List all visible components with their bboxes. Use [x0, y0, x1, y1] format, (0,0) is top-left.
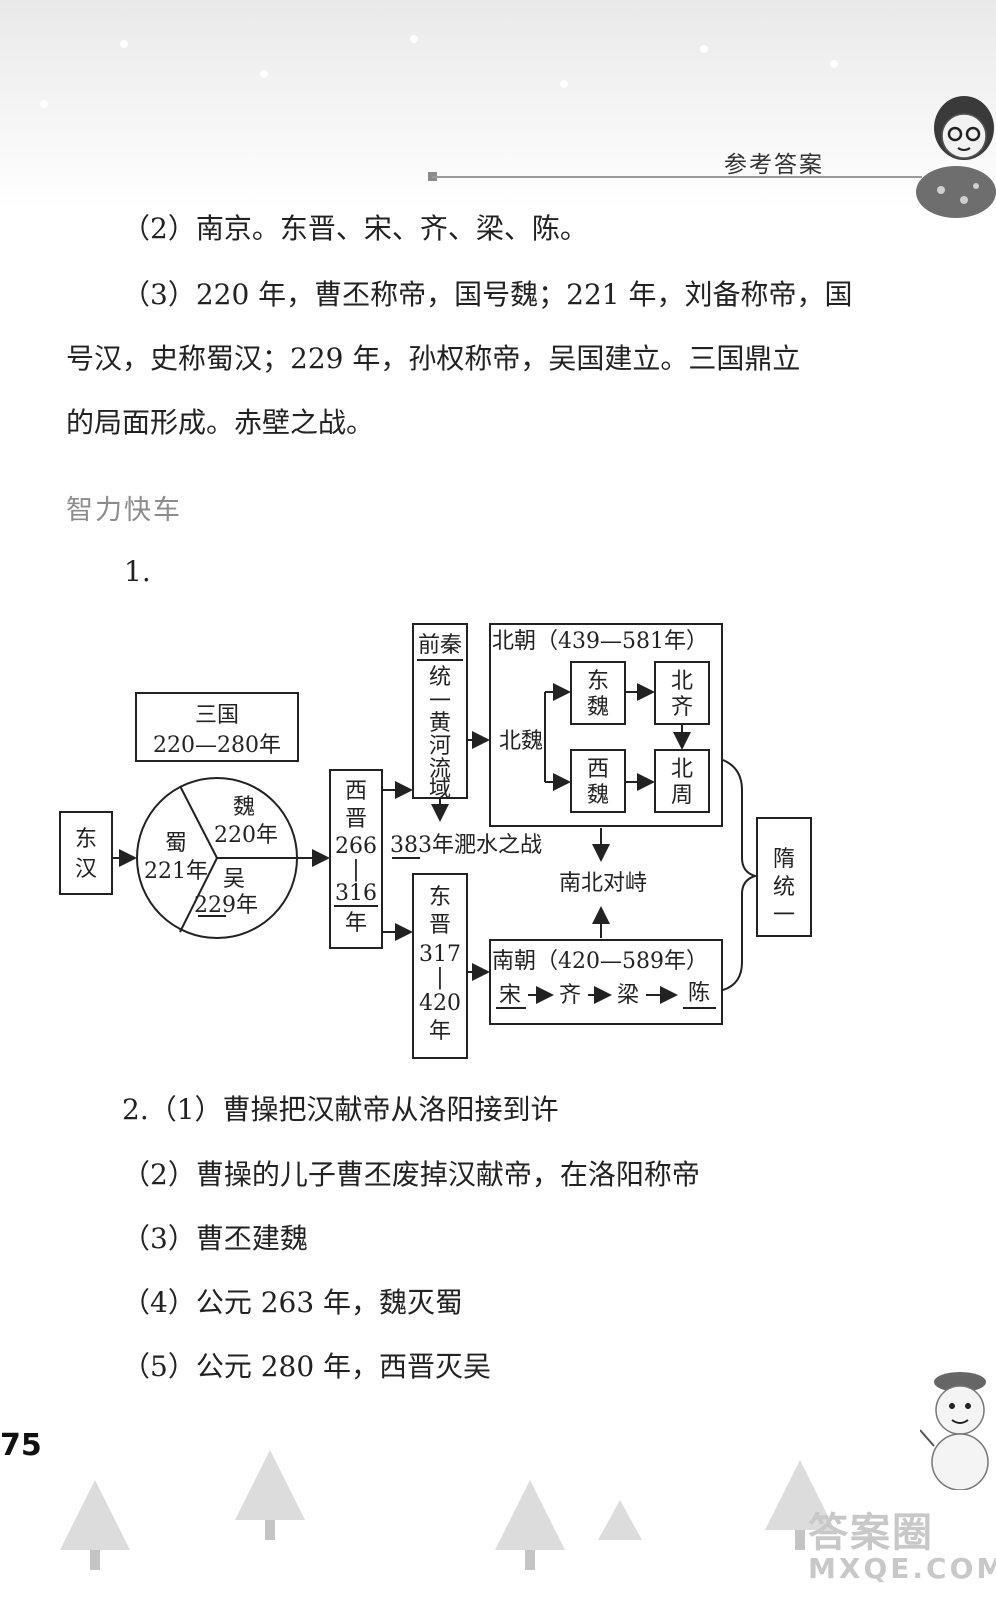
watermark: 答案圈 MXQE.COM — [808, 1500, 996, 1585]
box-donghan — [59, 811, 113, 895]
label-sui: 隋 — [773, 847, 795, 872]
label-feishui: 383年淝水之战 — [390, 833, 542, 858]
label-beiqi: 北 — [671, 669, 693, 694]
snowflake-icon — [700, 45, 708, 53]
label-beichao-title: 北朝（439—581年） — [492, 629, 708, 654]
snowflake-icon — [560, 80, 568, 88]
label-xijin: 西 — [345, 779, 367, 804]
label-wu-year: 229年 — [194, 893, 258, 918]
label-beizhou: 北 — [671, 757, 693, 782]
answer-line: （4）公元 263 年，魏灭蜀 — [122, 1286, 464, 1319]
label-shu: 蜀 — [165, 831, 187, 856]
question-number: 1. — [124, 555, 151, 588]
label-donghan: 汉 — [75, 857, 97, 882]
box-beizhou — [654, 749, 710, 813]
label-nanchao-chen: 陈 — [688, 981, 710, 1006]
label-xiwei: 西 — [587, 757, 609, 782]
label-qianqin-char: 一 — [429, 689, 451, 714]
snowflake-icon — [40, 100, 48, 108]
label-nanchao-title: 南朝（420—589年） — [492, 949, 708, 974]
label-dongjin-sep: | — [436, 965, 443, 990]
watermark-line1: 答案圈 — [808, 1510, 934, 1556]
box-nanchao — [489, 939, 723, 1025]
label-dongwei: 东 — [587, 669, 609, 694]
label-xijin-year: 年 — [345, 911, 367, 936]
snowflake-icon — [830, 60, 838, 68]
label-nanchao-qi: 齐 — [559, 983, 581, 1008]
label-nanchao-liang: 梁 — [617, 983, 639, 1008]
label-wei: 魏 — [233, 795, 255, 820]
answer-line: 号汉，史称蜀汉；229 年，孙权称帝，吴国建立。三国鼎立 — [66, 342, 801, 375]
label-xiwei: 魏 — [587, 783, 609, 808]
label-nanchao-song: 宋 — [499, 983, 521, 1008]
snowflake-icon — [260, 70, 268, 78]
label-wu: 吴 — [223, 867, 245, 892]
label-dongjin: 东 — [429, 885, 451, 910]
answer-line: （3）220 年，曹丕称帝，国号魏；221 年，刘备称帝，国 — [122, 278, 853, 311]
answer-line: （5）公元 280 年，西晋灭吴 — [122, 1350, 492, 1383]
box-xijin — [329, 769, 383, 949]
label-sui: 统 — [773, 875, 795, 900]
answer-line: 的局面形成。赤壁之战。 — [66, 406, 375, 439]
box-sanguo — [135, 692, 299, 762]
label-wei-year: 220年 — [214, 823, 278, 848]
snowflake-icon — [120, 40, 128, 48]
label-xijin-sep: | — [352, 857, 359, 882]
label-qianqin-char: 流 — [429, 757, 451, 782]
label-dongjin-end: 420 — [419, 991, 461, 1016]
box-beichao — [489, 623, 723, 827]
box-dongjin — [412, 873, 468, 1059]
snowman-icon — [920, 1372, 989, 1490]
box-sui — [756, 817, 812, 937]
label-beiqi: 齐 — [671, 695, 693, 720]
box-qianqin — [412, 623, 468, 799]
answer-line: （2）曹操的儿子曹丕废掉汉献帝，在洛阳称帝 — [122, 1158, 700, 1191]
label-qianqin: 前秦 — [418, 633, 462, 658]
answer-line: 2.（1）曹操把汉献帝从洛阳接到许 — [122, 1093, 559, 1126]
label-xijin: 晋 — [345, 807, 367, 832]
page-number: 75 — [0, 1428, 42, 1463]
answer-line: （3）曹丕建魏 — [122, 1222, 308, 1255]
section-title: 智力快车 — [66, 495, 182, 526]
label-dongjin-start: 317 — [419, 942, 461, 967]
label-sanguo-years: 220—280年 — [153, 733, 281, 758]
label-dongjin: 晋 — [429, 913, 451, 938]
label-nanbei: 南北对峙 — [559, 871, 647, 896]
label-xijin-start: 266 — [335, 834, 377, 859]
header-rule — [432, 176, 922, 178]
watermark-line2: MXQE.COM — [808, 1552, 996, 1585]
label-dongwei: 魏 — [587, 695, 609, 720]
answer-line: （2）南京。东晋、宋、齐、梁、陈。 — [122, 212, 588, 245]
box-beiqi — [654, 661, 710, 725]
label-qianqin-char: 河 — [429, 734, 451, 759]
box-dongwei — [570, 661, 626, 725]
label-beiwei: 北魏 — [499, 729, 543, 754]
label-qianqin-char: 统 — [429, 665, 451, 690]
label-xijin-end: 316 — [335, 881, 377, 906]
label-beizhou: 周 — [671, 783, 693, 808]
label-shu-year: 221年 — [144, 859, 208, 884]
label-qianqin-char: 域 — [429, 777, 451, 802]
label-donghan: 东 — [75, 827, 97, 852]
header-background — [0, 0, 996, 210]
label-sui: 一 — [773, 903, 795, 928]
label-qianqin-char: 黄 — [429, 711, 451, 736]
box-xiwei — [570, 749, 626, 813]
snowy-trees-icon — [60, 1450, 835, 1570]
label-sanguo-title: 三国 — [195, 703, 239, 728]
label-dongjin-year: 年 — [429, 1019, 451, 1044]
page-header-title: 参考答案 — [724, 152, 824, 178]
girl-mascot-icon — [916, 96, 996, 218]
snowflake-icon — [410, 35, 418, 43]
